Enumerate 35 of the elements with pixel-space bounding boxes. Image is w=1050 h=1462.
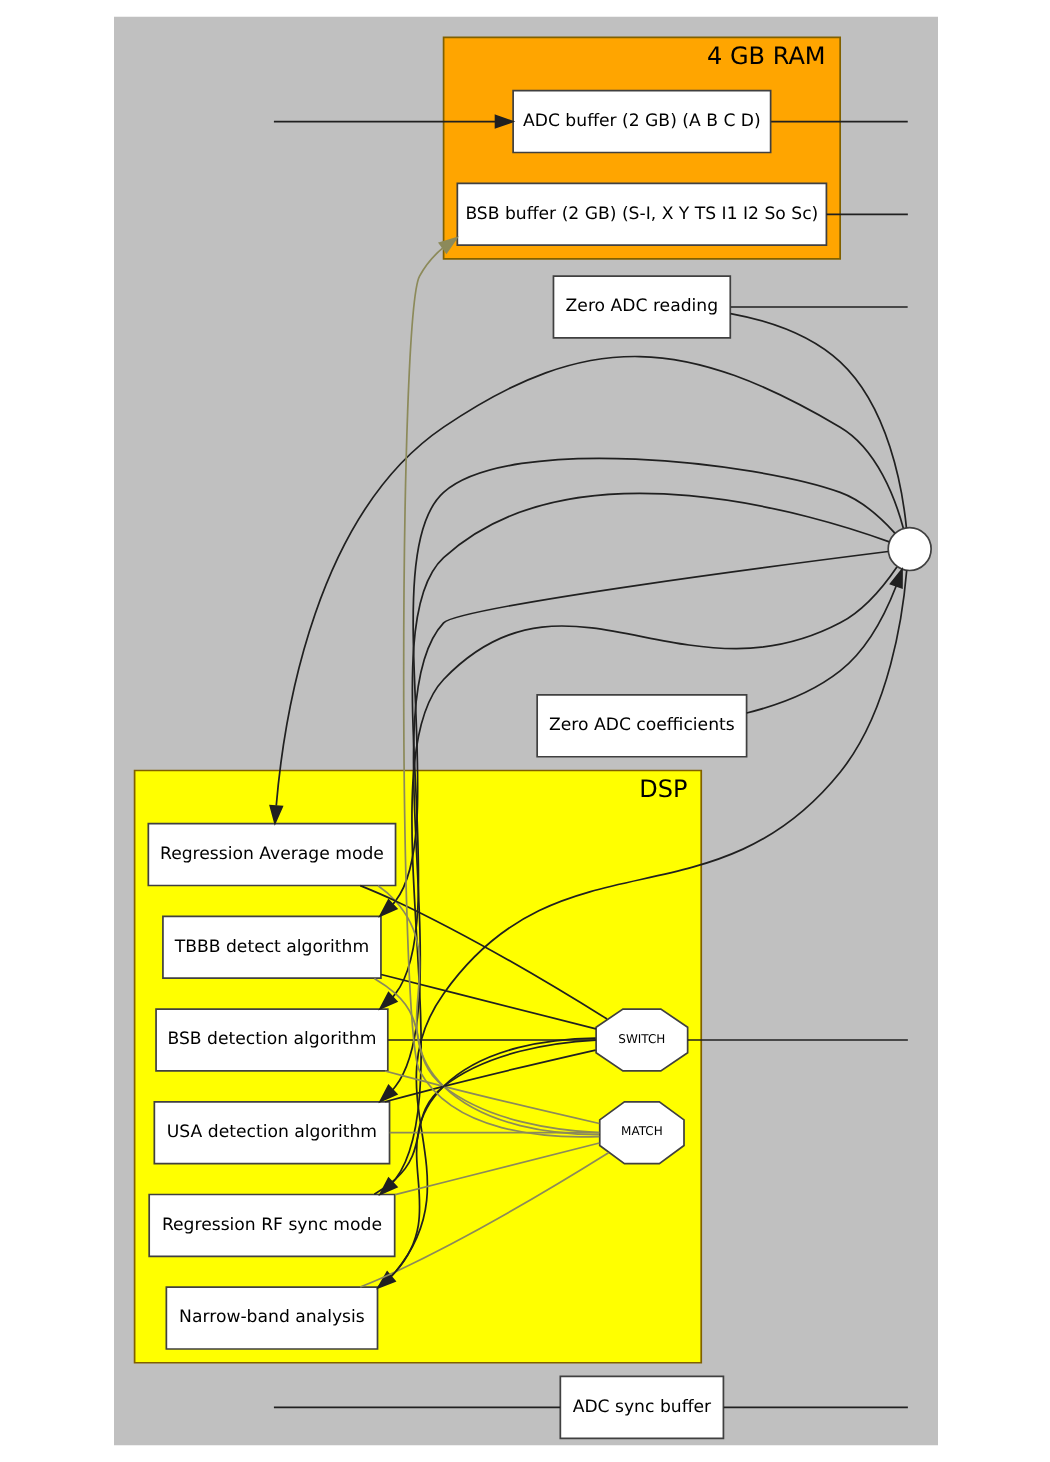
- arrow: [744, 567, 902, 714]
- connector: [386, 1039, 596, 1041]
- node-box: BSB detection algorithm: [154, 1008, 388, 1072]
- connector: [721, 1406, 908, 1409]
- node-box: Regression RF sync mode: [147, 1193, 395, 1258]
- connector: [358, 884, 607, 1020]
- connector: [769, 120, 908, 123]
- node-box: TBBB detect algorithm: [161, 915, 381, 980]
- connector: [376, 884, 599, 1136]
- connector: [729, 306, 908, 308]
- node-box: Zero ADC reading: [551, 275, 731, 339]
- connector: [393, 1142, 600, 1196]
- arrow: [272, 114, 515, 129]
- node-box: Zero ADC coefficients: [535, 694, 747, 758]
- node-box: BSB buffer (2 GB) (S-I, X Y TS I1 I2 So Sc): [455, 182, 827, 247]
- node-box: Narrow-band analysis: [164, 1286, 378, 1350]
- arrow: [377, 492, 890, 1011]
- arrow: [268, 355, 904, 826]
- node-box: Regression Average mode: [146, 822, 396, 887]
- connector: [383, 1070, 600, 1125]
- node-box: USA detection algorithm: [152, 1100, 390, 1165]
- node-circle: [886, 526, 931, 572]
- node-box: ADC buffer (2 GB) (A B C D): [511, 89, 771, 154]
- arrow: [377, 550, 889, 1104]
- connector: [272, 1406, 560, 1409]
- connector: [686, 1039, 908, 1041]
- connector: [379, 973, 596, 1030]
- arrow: [401, 236, 600, 1138]
- node-box: ADC sync buffer: [558, 1375, 724, 1440]
- connector: [372, 977, 599, 1134]
- connector: [824, 213, 908, 216]
- connector: [728, 312, 907, 529]
- connector: [383, 1049, 596, 1103]
- connector: [387, 1131, 600, 1134]
- arrow: [377, 457, 895, 918]
